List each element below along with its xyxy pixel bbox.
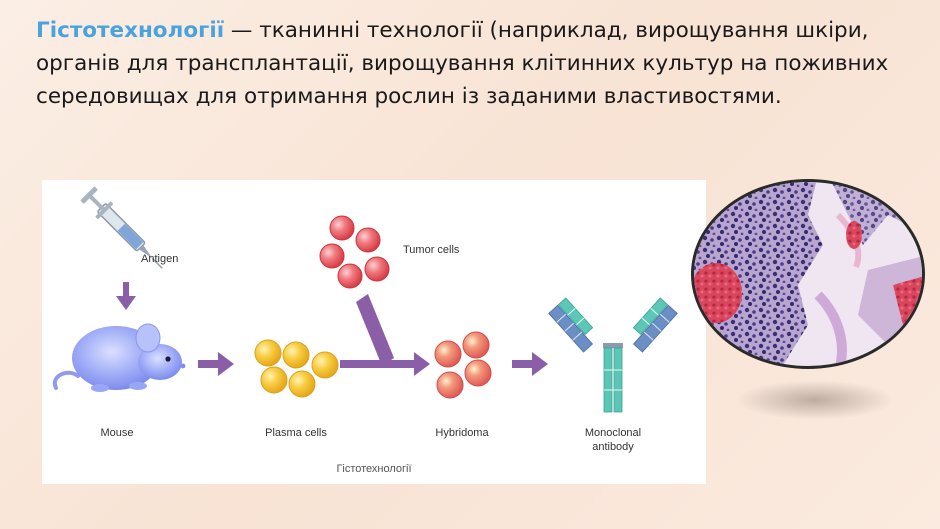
tumor-cell (319, 243, 345, 269)
diagram-caption: Гістотехнології (336, 463, 412, 475)
plasma-cell (254, 339, 282, 367)
label-antigen: Antigen (141, 253, 178, 265)
hybridoma-cell (436, 371, 464, 399)
plasma-cell (288, 370, 316, 398)
arrow-antigen-to-mouse (116, 282, 136, 310)
label-monoclonal: Monoclonal (585, 427, 641, 439)
tissue-micrograph (688, 175, 928, 373)
definition-text: — тканинні технології (наприклад, вирощу… (36, 18, 889, 109)
plasma-cell (282, 341, 310, 369)
label-tumor-cells: Tumor cells (403, 244, 460, 256)
label-plasma-cells: Plasma cells (265, 427, 327, 439)
tumor-cell (337, 263, 363, 289)
mouse-icon (52, 323, 186, 392)
tumor-cell (355, 227, 381, 253)
plasma-cell (260, 366, 288, 394)
tumor-cell (364, 256, 390, 282)
hybridoma-cell (462, 331, 490, 359)
tumor-cell (329, 215, 355, 241)
diagram-canvas: Antigen (52, 186, 678, 453)
label-antibody: antibody (592, 441, 634, 453)
plasma-cells-cluster (254, 339, 339, 398)
monoclonal-antibody-diagram: Antigen (42, 180, 706, 484)
hybridoma-cell (464, 359, 492, 387)
antibody-icon (548, 297, 678, 413)
arrow-hybridoma-to-antibody (512, 352, 548, 376)
label-mouse: Mouse (100, 427, 133, 439)
syringe-icon (80, 186, 163, 269)
plasma-cell (311, 351, 339, 379)
micrograph-image (691, 179, 925, 369)
label-hybridoma: Hybridoma (435, 427, 489, 439)
hybridoma-cell (434, 340, 462, 368)
tumor-cells-cluster (319, 215, 390, 289)
arrow-mouse-to-plasma (198, 352, 234, 376)
slide-definition: Гістотехнології — тканинні технології (н… (36, 14, 916, 113)
arrow-merge-to-hybridoma (340, 294, 430, 376)
term-gistotekhnolohii: Гістотехнології (36, 18, 225, 43)
micrograph-shadow (735, 380, 895, 420)
hybridoma-cluster (434, 331, 492, 399)
